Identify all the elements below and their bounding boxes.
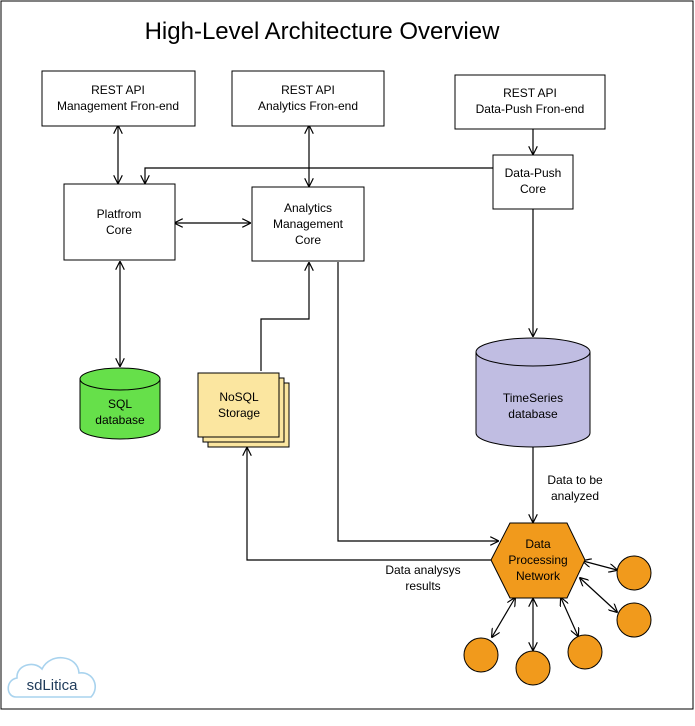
node-label: Management bbox=[273, 217, 344, 231]
node-label: Platfrom bbox=[97, 207, 142, 221]
node-data-processing-network: Data Processing Network bbox=[490, 522, 586, 599]
node-label: database bbox=[95, 413, 145, 427]
worker-node bbox=[567, 634, 603, 670]
edge-nosql-analytics bbox=[260, 263, 309, 371]
worker-node bbox=[515, 650, 551, 686]
node-label: Processing bbox=[508, 553, 567, 567]
node-analytics-core: Analytics Management Core bbox=[251, 186, 365, 262]
edge-dpn-worker-2 bbox=[580, 578, 617, 612]
logo-text: sdLitica bbox=[27, 677, 79, 694]
node-nosql-storage: NoSQL Storage bbox=[197, 372, 290, 448]
node-label: Management Fron-end bbox=[57, 99, 179, 113]
node-label: REST API bbox=[281, 83, 335, 97]
cloud-icon bbox=[7, 656, 96, 698]
edge-label-data-to-analyze: Data to be bbox=[547, 473, 603, 487]
node-datapush-core: Data-Push Core bbox=[492, 154, 574, 210]
worker-node bbox=[463, 637, 499, 673]
diagram-title: High-Level Architecture Overview bbox=[145, 18, 500, 45]
node-label: Core bbox=[106, 223, 132, 237]
edge-datapush-platform bbox=[145, 167, 493, 183]
node-label: Core bbox=[520, 182, 546, 196]
node-rest-datapush: REST API Data-Push Fron-end bbox=[454, 74, 606, 130]
node-label: Storage bbox=[218, 406, 260, 420]
node-rest-analytics: REST API Analytics Fron-end bbox=[231, 70, 385, 127]
node-sql-database: SQL database bbox=[79, 367, 161, 440]
edge-analytics-dpn bbox=[337, 262, 498, 541]
worker-node bbox=[616, 602, 652, 638]
node-label: REST API bbox=[503, 86, 557, 100]
edge-label-analysis-results: results bbox=[405, 579, 440, 593]
node-label: Data-Push Fron-end bbox=[476, 102, 585, 116]
worker-node bbox=[616, 555, 652, 591]
connectors bbox=[118, 126, 617, 650]
edge-label-analysis-results: Data analysys bbox=[385, 563, 460, 577]
edge-dpn-nosql bbox=[247, 448, 496, 561]
worker-nodes bbox=[463, 555, 652, 686]
node-label: Network bbox=[516, 569, 561, 583]
node-label: Analytics Fron-end bbox=[258, 99, 358, 113]
node-label: TimeSeries bbox=[503, 391, 563, 405]
edge-dpn-worker-5 bbox=[492, 598, 515, 637]
node-label: Data-Push bbox=[505, 166, 562, 180]
node-label: SQL bbox=[108, 397, 132, 411]
edge-dpn-worker-1 bbox=[583, 561, 617, 570]
node-label: Analytics bbox=[284, 201, 332, 215]
node-label: Data bbox=[525, 537, 551, 551]
node-platform-core: Platfrom Core bbox=[63, 183, 176, 261]
node-rest-mgmt: REST API Management Fron-end bbox=[41, 70, 196, 127]
edge-label-data-to-analyze: analyzed bbox=[551, 489, 599, 503]
node-label: REST API bbox=[91, 83, 145, 97]
node-timeseries-database: TimeSeries database bbox=[475, 337, 591, 448]
node-label: database bbox=[508, 407, 558, 421]
node-label: NoSQL bbox=[219, 390, 259, 404]
node-label: Core bbox=[295, 233, 321, 247]
sdlitica-logo: sdLitica bbox=[7, 656, 96, 698]
edge-dpn-worker-3 bbox=[561, 598, 578, 636]
